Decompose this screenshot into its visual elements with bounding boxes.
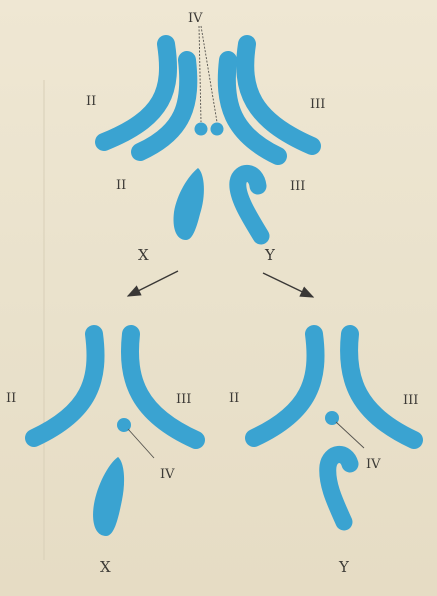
chromosome-y-right-set: [328, 454, 350, 522]
arrow-to-right-set: [263, 273, 313, 297]
pointer-iv-left-set: [128, 429, 154, 458]
chromosome-y-top: [238, 173, 261, 236]
chromosome-ii-left-set: [34, 334, 96, 438]
label-x-top: X: [138, 246, 149, 264]
chromosome-iii-left-set: [130, 334, 196, 440]
label-ii-right-set: II: [229, 391, 239, 406]
chromosome-iii-right-set: [349, 334, 414, 440]
pointer-iv-left: [199, 26, 201, 122]
chromosome-iv-dot-right: [211, 123, 224, 136]
label-ii-upper: II: [86, 94, 96, 109]
pointer-iv-right: [201, 26, 217, 122]
label-ii-lower: II: [116, 178, 126, 193]
label-iii-lower: III: [290, 179, 305, 194]
label-iv-top: IV: [188, 11, 203, 26]
right-chromosome-set: II III IV Y: [229, 334, 418, 576]
label-iv-right-set: IV: [366, 457, 381, 472]
chromosome-x-left-set: [93, 457, 124, 536]
pointer-iv-right-set: [336, 422, 364, 448]
left-chromosome-set: II III IV X: [6, 334, 196, 576]
arrow-to-left-set: [128, 271, 178, 296]
label-y-right-set: Y: [338, 558, 350, 576]
label-iii-right-set: III: [403, 393, 418, 408]
top-chromosome-set: IV II III II III X Y: [86, 11, 325, 264]
chromosome-x-top: [174, 168, 204, 240]
chromosome-ii-right-set: [254, 334, 316, 438]
label-ii-left-set: II: [6, 391, 16, 406]
label-iv-left-set: IV: [160, 467, 175, 482]
label-x-left-set: X: [100, 558, 111, 576]
label-y-top: Y: [264, 246, 276, 264]
chromosome-iv-dot-left: [195, 123, 208, 136]
label-iii-upper: III: [310, 97, 325, 112]
label-iii-left-set: III: [176, 392, 191, 407]
chromosome-ii-outer-left: [104, 44, 168, 142]
